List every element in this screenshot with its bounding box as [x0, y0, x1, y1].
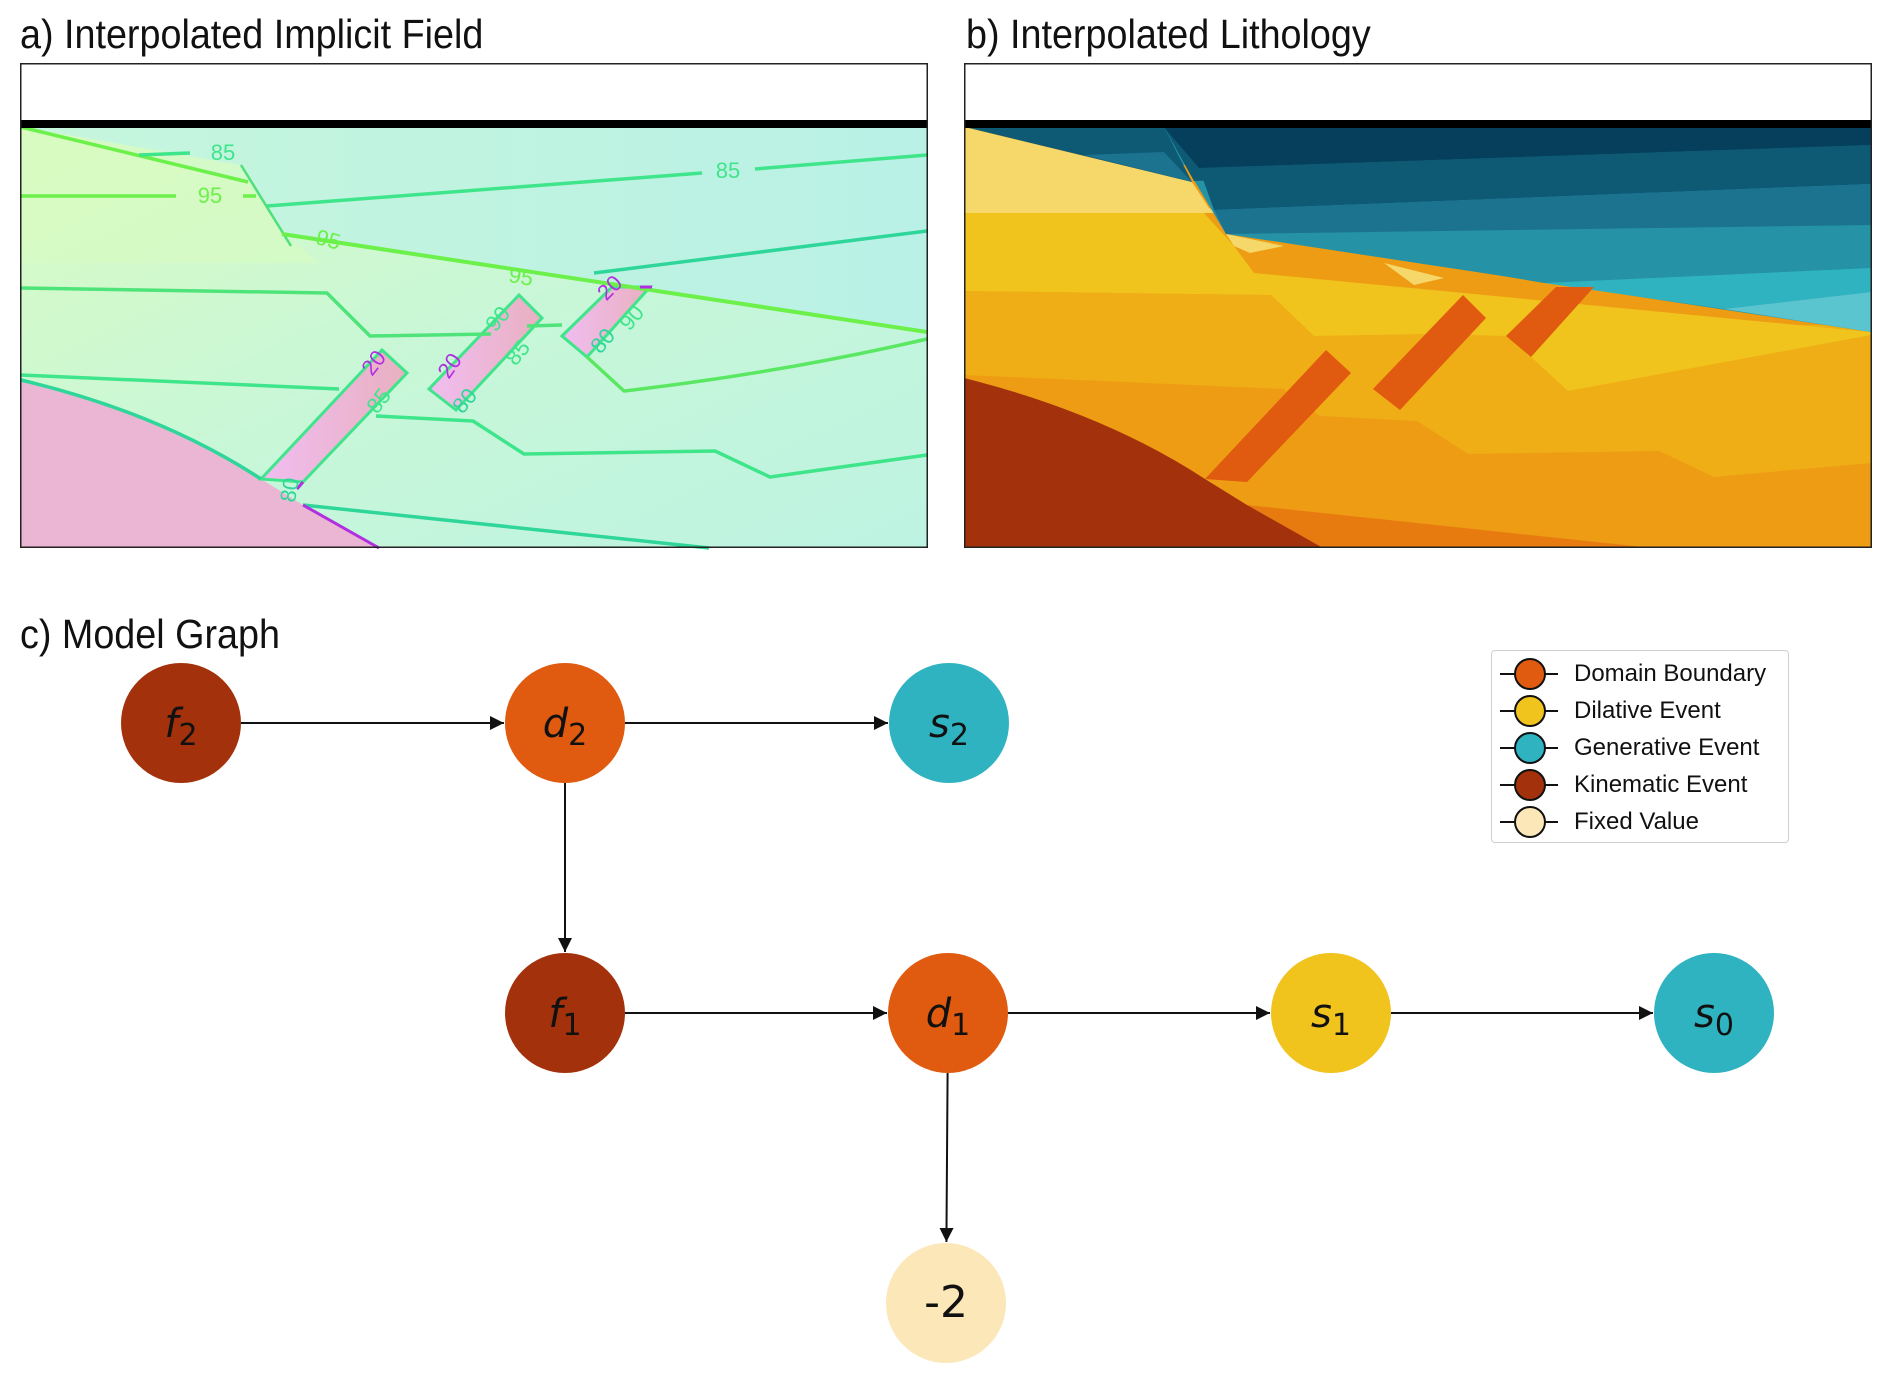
node-label: s2	[929, 701, 969, 753]
node-circle	[1271, 953, 1391, 1073]
contour-label: 80	[275, 476, 304, 504]
litho-layer-teal	[1199, 145, 1871, 210]
node-circle	[121, 663, 241, 783]
litho-layer-pale-yellow	[964, 127, 1219, 213]
node-circle	[888, 953, 1008, 1073]
contour-line	[281, 232, 928, 334]
contour-line	[585, 337, 928, 393]
node-d2[interactable]: d2	[505, 663, 625, 783]
legend-label: Domain Boundary	[1574, 659, 1767, 687]
contour-line	[20, 125, 249, 184]
litho-layer-teal	[1544, 268, 1871, 309]
contour-label: 85	[716, 158, 740, 183]
lithology-plot	[964, 63, 1872, 548]
legend-item-kinematic-event: Kinematic Event	[1492, 766, 1788, 803]
legend-marker-icon	[1500, 729, 1558, 766]
panel-frame	[964, 63, 1872, 548]
contour-line	[593, 229, 928, 275]
panel-c-title: c) Model Graph	[20, 611, 280, 657]
dike-1	[257, 347, 410, 484]
node-label: s1	[1311, 991, 1351, 1043]
litho-dike-1	[1205, 350, 1351, 482]
litho-layer-pale-yellow	[1226, 234, 1284, 253]
litho-layer-pale-yellow	[1384, 263, 1444, 285]
surface-line	[964, 120, 1872, 128]
dike-2	[426, 292, 545, 413]
legend-label: Dilative Event	[1574, 696, 1721, 724]
legend-item-domain-boundary: Domain Boundary	[1492, 655, 1788, 692]
implicit-field-plot: 85 95 95 85 95 20 85 80 20 90 85 80 20 9…	[20, 63, 928, 550]
legend-label: Kinematic Event	[1574, 770, 1748, 798]
node-s2[interactable]: s2	[889, 663, 1009, 783]
contour-line	[138, 151, 191, 157]
node-s0[interactable]: s0	[1654, 953, 1774, 1073]
contour-line	[20, 286, 492, 338]
node-circle	[886, 1243, 1006, 1363]
node-label: -2	[924, 1277, 968, 1328]
litho-dike-3	[1506, 287, 1594, 357]
graph-nodes: f2 d2 s2 f1 d1 s1 s0 -2	[121, 663, 1774, 1363]
litho-layer-teal	[1084, 152, 1192, 182]
contour-line	[375, 414, 928, 479]
node-circle	[889, 663, 1009, 783]
node-f1[interactable]: f1	[505, 953, 625, 1073]
node-label: d1	[926, 991, 970, 1043]
contour-line	[266, 171, 703, 208]
contour-line-purple	[295, 481, 305, 490]
litho-layer-yellow	[964, 213, 1871, 391]
legend-marker-icon	[1500, 692, 1558, 729]
contour-line-purple	[302, 503, 380, 550]
contour-label: 85	[211, 140, 235, 165]
legend-item-dilative-event: Dilative Event	[1492, 692, 1788, 729]
upper-fault-block	[21, 127, 927, 332]
node-circle	[505, 953, 625, 1073]
contour-line	[302, 503, 710, 550]
litho-layer-teal	[1214, 184, 1871, 234]
contour-label: 95	[198, 183, 222, 208]
air-region	[20, 63, 928, 123]
legend: Domain Boundary Dilative Event Generativ…	[1491, 650, 1789, 843]
node-label: s0	[1694, 991, 1734, 1043]
litho-layer-teal	[965, 127, 1192, 182]
litho-dike-2	[1373, 295, 1486, 410]
contour-line	[754, 153, 928, 171]
legend-marker-icon	[1500, 766, 1558, 803]
edge-d1-to-fixed	[939, 1072, 954, 1243]
node-d1[interactable]: d1	[888, 953, 1008, 1073]
implicit-field-panel: 85 95 95 85 95 20 85 80 20 90 85 80 20 9…	[20, 63, 928, 550]
node-f2[interactable]: f2	[121, 663, 241, 783]
air-region	[964, 63, 1872, 123]
panel-a-title: a) Interpolated Implicit Field	[20, 11, 484, 57]
contour-label: 95	[507, 262, 535, 291]
lithology-panel	[964, 63, 1872, 548]
legend-label: Generative Event	[1574, 733, 1760, 761]
litho-basement	[964, 378, 1323, 548]
contour-line	[526, 323, 563, 328]
contour-line	[20, 378, 262, 481]
basement-region	[21, 380, 379, 548]
model-graph: f2 d2 s2 f1 d1 s1 s0 -2	[121, 663, 1774, 1363]
surface-line	[20, 120, 928, 128]
graph-edges	[241, 716, 1653, 1243]
node-circle	[1654, 953, 1774, 1073]
node-fixed[interactable]: -2	[886, 1243, 1006, 1363]
legend-label: Fixed Value	[1574, 807, 1699, 835]
legend-item-generative-event: Generative Event	[1492, 729, 1788, 766]
node-circle	[505, 663, 625, 783]
litho-layer-teal-light	[1724, 292, 1871, 332]
legend-marker-icon	[1500, 803, 1558, 840]
contour-line	[20, 373, 340, 391]
node-label: d2	[543, 701, 587, 753]
legend-marker-icon	[1500, 655, 1558, 692]
panel-b-title: b) Interpolated Lithology	[966, 11, 1371, 57]
node-s1[interactable]: s1	[1271, 953, 1391, 1073]
litho-layer-teal	[1324, 225, 1871, 283]
litho-layer-teal-dark	[1164, 127, 1871, 168]
panel-frame	[20, 63, 928, 548]
legend-item-fixed-value: Fixed Value	[1492, 803, 1788, 840]
